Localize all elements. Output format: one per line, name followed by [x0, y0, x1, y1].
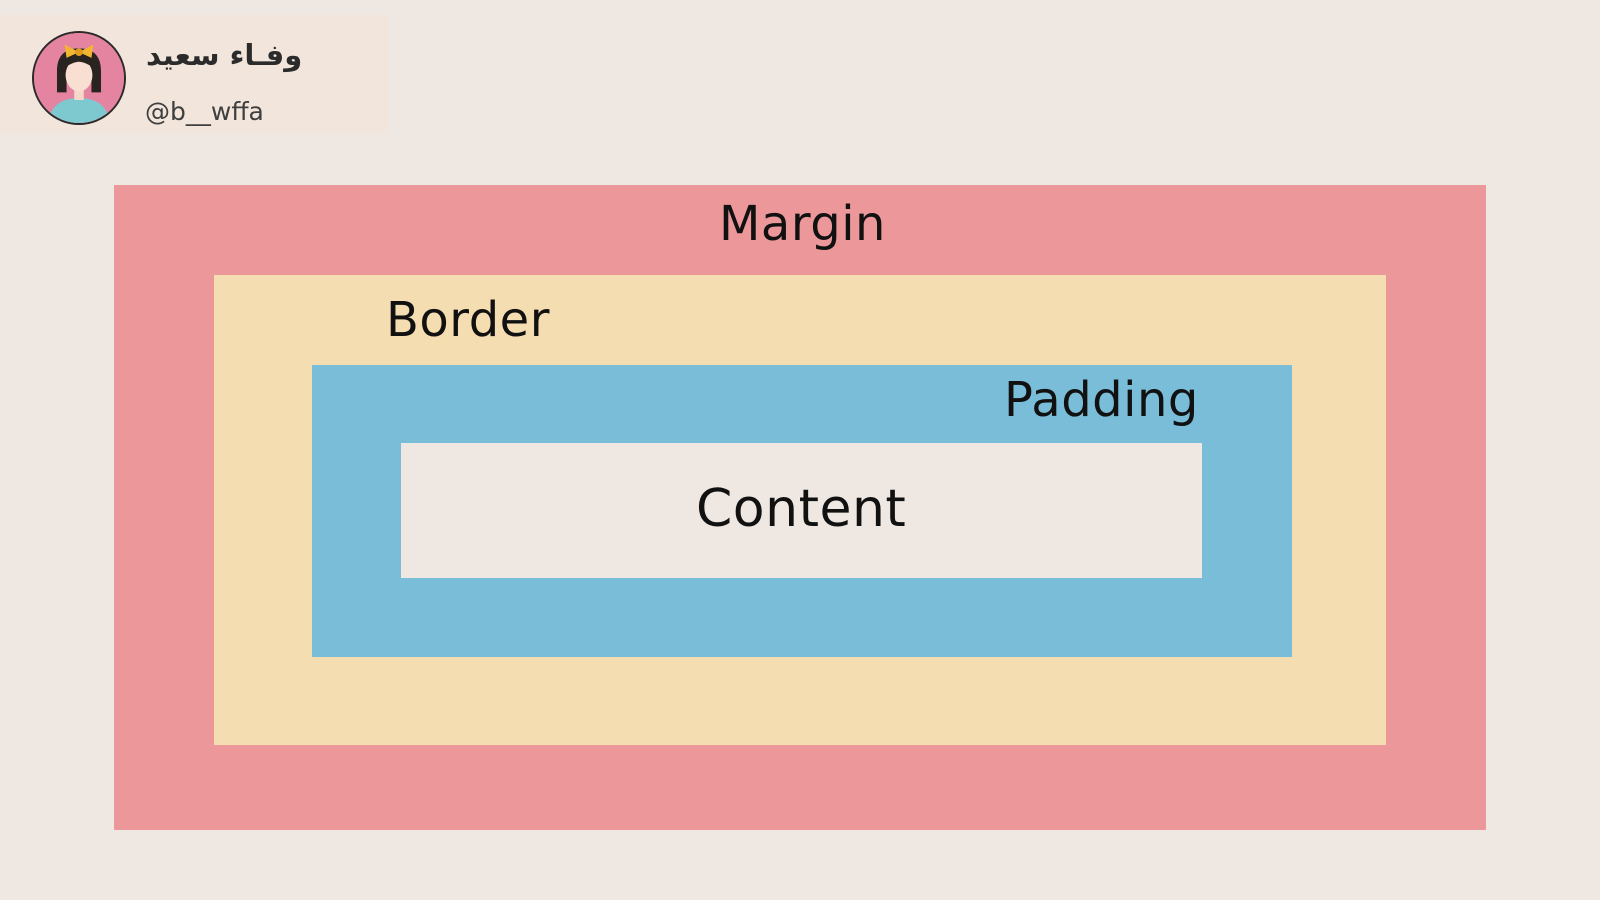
content-label: Content [696, 479, 907, 539]
profile-card: وفـاء سعيد @b__wffa [0, 15, 388, 133]
content-box [401, 443, 1202, 578]
border-label: Border [386, 292, 550, 348]
margin-label: Margin [719, 196, 886, 252]
padding-label: Padding [1004, 372, 1199, 428]
avatar [32, 31, 126, 125]
profile-handle: @b__wffa [145, 97, 264, 126]
profile-name: وفـاء سعيد [146, 38, 303, 72]
avatar-illustration-icon [34, 33, 124, 123]
